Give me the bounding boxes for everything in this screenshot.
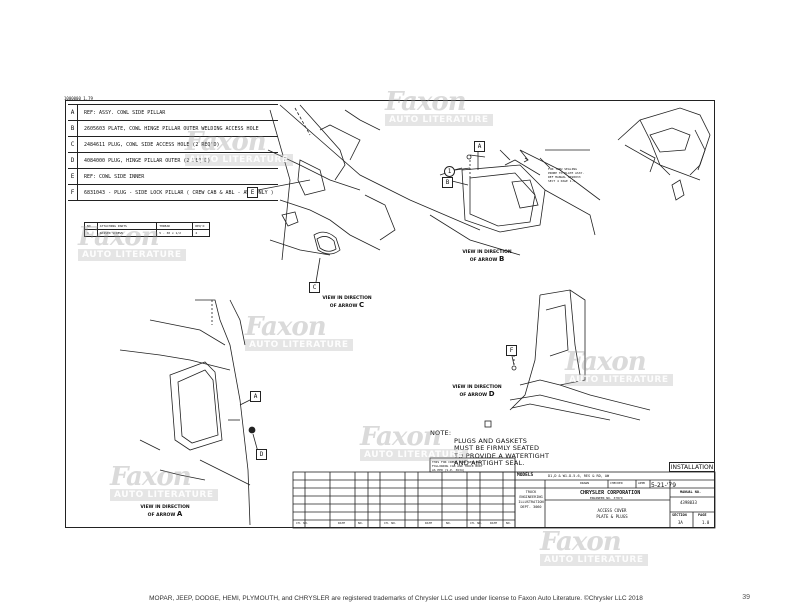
direction-arrows (519, 149, 551, 169)
parts-text: 2484611 PLUG, COWL SIDE ACCESS HOLE (2 R… (84, 141, 220, 148)
table-header: THREAD (157, 223, 194, 229)
title-block-grid (429, 420, 716, 529)
rev-label: NO. (506, 521, 512, 525)
sealing-note: FOR THRU SEALING PROBE TO PLATE ASSY. RE… (548, 167, 585, 183)
attaching-parts-table: NO ATTACHING PARTS THREAD REQ'D 1 RAISED… (84, 222, 210, 237)
checked-label: CHECKED (610, 481, 623, 485)
callout-a-lower: A (250, 391, 261, 402)
view-label-text: VIEW IN DIRECTION OF ARROW (462, 250, 512, 263)
note-line: PLUGS AND GASKETS (454, 436, 528, 445)
leader-lines (239, 152, 515, 453)
sheet-tag: 1000000 1.79 (64, 96, 93, 101)
vehicle-body-overview (617, 107, 711, 201)
models-label: MODELS (517, 473, 534, 478)
table-header: REQ'D (195, 224, 205, 228)
callout-one: 1 (444, 166, 455, 177)
parts-row: F 6831043 - PLUG - SIDE LOCK PILLAR ( CRE… (68, 184, 278, 201)
parts-key: F (68, 185, 78, 200)
table-cell: RAISED SCREWS (98, 230, 158, 236)
note-line: AND AIRTIGHT SEAL. (454, 459, 525, 467)
parts-text: REF: COWL SIDE INNER (84, 173, 145, 180)
view-a-pillar (119, 299, 256, 526)
rev-label: CH. NO. (296, 521, 309, 525)
table-header-row: NO ATTACHING PARTS THREAD REQ'D (85, 223, 209, 230)
table-cell: 1 (85, 230, 98, 236)
rev-label: DATE (425, 521, 433, 525)
dept-group: TRUCK ENGINEERING ILLUSTRATION DEPT. 306… (518, 490, 544, 509)
rev-label: NO. (358, 521, 364, 525)
manual-no-label: MANUAL NO. (680, 490, 702, 494)
view-label-letter: A (176, 510, 183, 518)
note-line: MUST BE FIRMLY SEATED (454, 444, 540, 452)
view-label-a: VIEW IN DIRECTION OF ARROW A (140, 505, 190, 519)
view-b-plate (439, 149, 601, 236)
note-title: NOTE: (430, 429, 452, 437)
callout-c: C (309, 282, 320, 293)
rev-label: CH. NO. (384, 521, 397, 525)
view-label-letter: D (488, 390, 495, 398)
table-row: 1 RAISED SCREWS 5 - 30 x 1/2 4 (85, 230, 209, 236)
parts-text: 4084000 PLUG, HINGE PILLAR OUTER (2 REQ'… (84, 157, 211, 164)
part-name: ACCESS COVER PLATE & PLUGS (596, 508, 628, 519)
view-label-text: VIEW IN DIRECTION OF ARROW (322, 296, 372, 309)
table-header: NO (85, 223, 98, 229)
view-label-letter: B (498, 255, 505, 263)
date-value: 5-21-'79 (651, 482, 677, 489)
table-cell: 4 (195, 231, 198, 235)
installation-note: NOTE: PLUGS AND GASKETS MUST BE FIRMLY S… (430, 429, 550, 468)
rev-label: NO. (446, 521, 452, 525)
parts-list: A REF: ASSY. COWL SIDE PILLAR B 2605603 PL… (68, 104, 278, 201)
page-value: 1.0 (702, 520, 710, 525)
note-line: TO PROVIDE A WATERTIGHT (454, 451, 550, 460)
cowl-side-drawing (267, 104, 521, 261)
callout-f: F (506, 345, 517, 356)
parts-row: D 4084000 PLUG, HINGE PILLAR OUTER (2 REQ… (68, 152, 278, 168)
table-cell: 5 - 30 x 1/2 (157, 230, 194, 236)
page-label: PAGE (698, 513, 707, 517)
view-label-c: VIEW IN DIRECTION OF ARROW C (322, 296, 372, 310)
table-header: ATTACHING PARTS (98, 223, 158, 229)
section-value: 3A (678, 520, 683, 525)
parts-text: 2605603 PLATE, COWL HINGE PILLAR OUTER W… (84, 125, 259, 132)
callout-d: D (256, 449, 267, 460)
revision-grid (292, 471, 516, 529)
trademark-footer: MOPAR, JEEP, DODGE, HEMI, PLYMOUTH, and … (149, 595, 643, 602)
callout-a-top: A (474, 141, 485, 152)
parts-key: A (68, 105, 78, 120)
parts-row: B 2605603 PLATE, COWL HINGE PILLAR OUTER … (68, 120, 278, 136)
view-label-b: VIEW IN DIRECTION OF ARROW B (462, 250, 512, 264)
view-label-text: VIEW IN DIRECTION OF ARROW (452, 385, 502, 398)
drawn-label: DRAWN (580, 481, 590, 485)
parts-text: REF: ASSY. COWL SIDE PILLAR (84, 109, 166, 116)
company-sub: ENGINEER NO. 37879 (590, 496, 623, 500)
company-name: CHRYSLER CORPORATION (580, 490, 641, 496)
appd-label: APPD (638, 481, 646, 485)
installation-header: INSTALLATION (669, 462, 715, 472)
parts-row: E REF: COWL SIDE INNER (68, 168, 278, 184)
parts-key: E (68, 169, 78, 184)
view-d-pillar (509, 289, 651, 421)
rev-label: DATE (338, 521, 346, 525)
parts-key: C (68, 137, 78, 152)
parts-key: D (68, 153, 78, 168)
drawing-sheet (65, 100, 715, 528)
callout-e: E (247, 187, 258, 198)
parts-row: A REF: ASSY. COWL SIDE PILLAR (68, 104, 278, 120)
parts-text: 6831043 - PLUG - SIDE LOCK PILLAR ( CREW… (84, 189, 274, 196)
view-label-letter: C (359, 301, 365, 309)
manual-no: 4398033 (680, 500, 697, 505)
view-label-text: VIEW IN DIRECTION OF ARROW (140, 505, 190, 518)
rev-label: DATE (490, 521, 498, 525)
parts-key: B (68, 121, 78, 136)
crew-body-note: THIS FOR CREWS BODY SEALING FOLLOWING CA… (432, 460, 483, 472)
view-label-d: VIEW IN DIRECTION OF ARROW D (452, 385, 502, 399)
parts-row: C 2484611 PLUG, COWL SIDE ACCESS HOLE (2 … (68, 136, 278, 152)
callout-b: B (442, 177, 453, 188)
section-label: SECTION (672, 513, 687, 517)
rev-label: CH. NO. (470, 521, 483, 525)
page-number: 39 (742, 594, 750, 601)
models-value: D1,D & W1-D-5-6, RES & RD, AW (548, 474, 610, 478)
